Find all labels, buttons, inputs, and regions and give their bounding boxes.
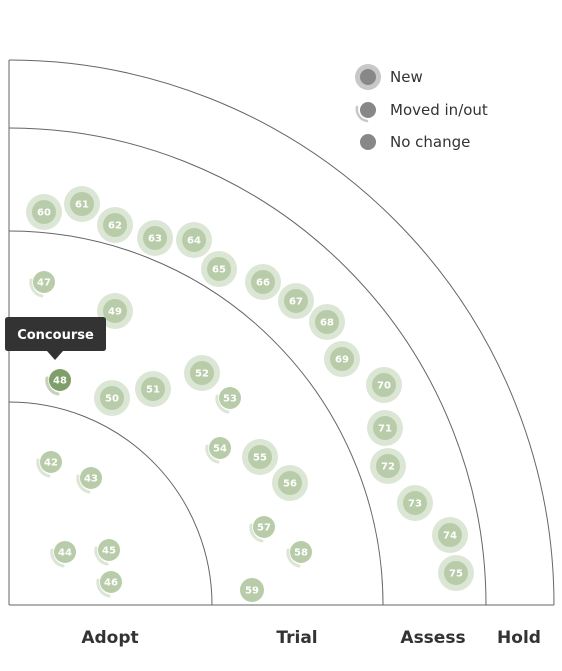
- legend-item-moved: Moved in/out: [355, 101, 488, 123]
- blip-63[interactable]: 63: [137, 220, 173, 256]
- blip-45[interactable]: 45: [94, 539, 120, 566]
- blip-43[interactable]: 43: [76, 467, 102, 494]
- ring-arc-adopt: [8, 401, 213, 606]
- blip-54[interactable]: 54: [205, 437, 231, 464]
- blip-74[interactable]: 74: [432, 517, 468, 553]
- blip-75[interactable]: 75: [438, 555, 474, 591]
- legend-label: No change: [390, 133, 470, 151]
- blip-59[interactable]: 59: [240, 578, 264, 602]
- blip-number: 55: [253, 453, 267, 464]
- blip-number: 73: [408, 499, 422, 510]
- blip-64[interactable]: 64: [176, 222, 212, 258]
- blip-62[interactable]: 62: [97, 207, 133, 243]
- legend-item-new: New: [355, 64, 423, 90]
- blip-70[interactable]: 70: [366, 367, 402, 403]
- blip-68[interactable]: 68: [309, 304, 345, 340]
- ring-label-assess: Assess: [400, 628, 465, 648]
- blip-44[interactable]: 44: [50, 541, 76, 568]
- blip-73[interactable]: 73: [397, 485, 433, 521]
- blip-number: 75: [449, 569, 463, 580]
- ring-arc-assess: [8, 127, 487, 606]
- blip-number: 47: [37, 278, 51, 289]
- ring-arc-trial: [8, 230, 384, 606]
- blip-number: 45: [102, 546, 116, 557]
- ring-labels: Adopt Trial Assess Hold: [81, 628, 541, 648]
- blip-53[interactable]: 53: [215, 387, 241, 414]
- blip-48[interactable]: 48: [45, 369, 71, 396]
- blip-71[interactable]: 71: [367, 410, 403, 446]
- blip-number: 60: [37, 208, 51, 219]
- blip-number: 66: [256, 278, 270, 289]
- blip-51[interactable]: 51: [135, 371, 171, 407]
- radar-blips: 42 43 44 45 46 47 48 49 50 51 52 53 54 55 56 57 58 59 60 61…: [26, 186, 474, 602]
- blip-number: 72: [381, 462, 395, 473]
- blip-number: 74: [443, 531, 457, 542]
- blip-number: 58: [294, 548, 308, 559]
- blip-61[interactable]: 61: [64, 186, 100, 222]
- blip-number: 71: [378, 424, 392, 435]
- blip-number: 42: [44, 458, 58, 469]
- legend-moved-icon: [355, 105, 369, 123]
- blip-number: 59: [245, 586, 259, 597]
- blip-number: 43: [84, 474, 98, 485]
- blip-52[interactable]: 52: [184, 355, 220, 391]
- blip-55[interactable]: 55: [242, 439, 278, 475]
- tooltip-box: [5, 317, 106, 360]
- legend-label: Moved in/out: [390, 101, 488, 119]
- blip-42[interactable]: 42: [36, 451, 62, 478]
- blip-number: 61: [75, 200, 89, 211]
- blip-number: 57: [257, 523, 271, 534]
- blip-number: 44: [58, 548, 72, 559]
- ring-label-adopt: Adopt: [81, 628, 138, 648]
- blip-number: 53: [223, 394, 237, 405]
- blip-69[interactable]: 69: [324, 341, 360, 377]
- blip-number: 64: [187, 236, 201, 247]
- legend-item-nochange: No change: [360, 133, 470, 151]
- blip-number: 51: [146, 385, 160, 396]
- blip-65[interactable]: 65: [201, 251, 237, 287]
- blip-57[interactable]: 57: [249, 516, 275, 543]
- blip-72[interactable]: 72: [370, 448, 406, 484]
- blip-66[interactable]: 66: [245, 264, 281, 300]
- blip-number: 63: [148, 234, 162, 245]
- blip-number: 65: [212, 265, 226, 276]
- legend-label: New: [390, 68, 423, 86]
- blip-number: 48: [53, 376, 67, 387]
- blip-number: 62: [108, 221, 122, 232]
- ring-label-hold: Hold: [497, 628, 541, 648]
- blip-47[interactable]: 47: [29, 271, 55, 298]
- tooltip-label: Concourse: [17, 328, 94, 343]
- blip-46[interactable]: 46: [96, 571, 122, 598]
- blip-number: 49: [108, 307, 122, 318]
- blip-number: 70: [377, 381, 391, 392]
- blip-number: 69: [335, 355, 349, 366]
- blip-number: 67: [289, 297, 303, 308]
- blip-67[interactable]: 67: [278, 283, 314, 319]
- blip-56[interactable]: 56: [272, 465, 308, 501]
- blip-tooltip: Concourse: [5, 317, 106, 360]
- blip-50[interactable]: 50: [94, 380, 130, 416]
- blip-number: 56: [283, 479, 297, 490]
- blip-number: 50: [105, 394, 119, 405]
- ring-label-trial: Trial: [276, 628, 317, 648]
- blip-number: 46: [104, 578, 118, 589]
- legend-nochange-icon: [360, 134, 376, 150]
- blip-number: 68: [320, 318, 334, 329]
- blip-60[interactable]: 60: [26, 194, 62, 230]
- blip-number: 52: [195, 369, 209, 380]
- blip-58[interactable]: 58: [286, 541, 312, 568]
- ring-arc-hold: [8, 59, 555, 606]
- blip-number: 54: [213, 444, 227, 455]
